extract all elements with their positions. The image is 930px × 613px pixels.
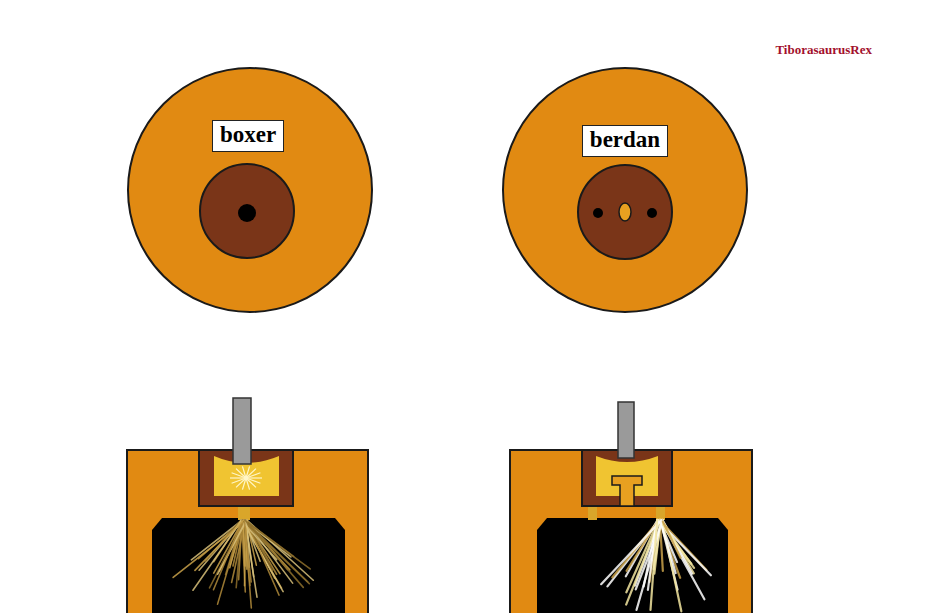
case-head xyxy=(503,68,747,312)
spark-ray xyxy=(660,520,694,568)
spark-ray xyxy=(242,466,246,478)
case-section xyxy=(510,450,752,613)
spark-ray xyxy=(218,520,243,604)
flash-spray xyxy=(601,520,711,611)
powder-cavity xyxy=(152,518,345,613)
spark-ray xyxy=(245,520,303,587)
spark-ray xyxy=(662,520,680,558)
spark-ray xyxy=(173,520,246,577)
powder-cavity xyxy=(537,518,728,613)
spark-ray xyxy=(659,520,680,578)
primer-type-name: berdan xyxy=(590,127,660,152)
name-label-box: berdan xyxy=(582,125,668,157)
flash-hole xyxy=(238,204,256,222)
spark-ray xyxy=(195,520,244,570)
watermark: TiborasaurusRex xyxy=(775,42,872,58)
case-head xyxy=(128,68,372,312)
spark-ray xyxy=(246,473,260,478)
primer-cup xyxy=(578,165,672,259)
spark-ray xyxy=(244,520,251,582)
flash-hole xyxy=(647,208,657,218)
flash-hole xyxy=(593,208,603,218)
primer-cup xyxy=(200,164,294,258)
anvil xyxy=(612,476,642,506)
spark-ray xyxy=(244,520,310,569)
anvil xyxy=(619,203,631,221)
spark-ray xyxy=(246,478,250,490)
case-section xyxy=(127,450,368,613)
firing-pin xyxy=(618,402,634,458)
firing-pin xyxy=(233,398,251,464)
primer-type-name: boxer xyxy=(220,122,276,147)
spark-ray xyxy=(650,520,657,610)
name-label-box: boxer xyxy=(212,120,284,152)
spark-ray xyxy=(232,478,246,483)
ignition-burst xyxy=(230,466,262,489)
spark-ray xyxy=(658,520,711,575)
spark-ray xyxy=(213,520,242,590)
spark-ray xyxy=(193,520,242,590)
flash-spray xyxy=(173,520,313,608)
